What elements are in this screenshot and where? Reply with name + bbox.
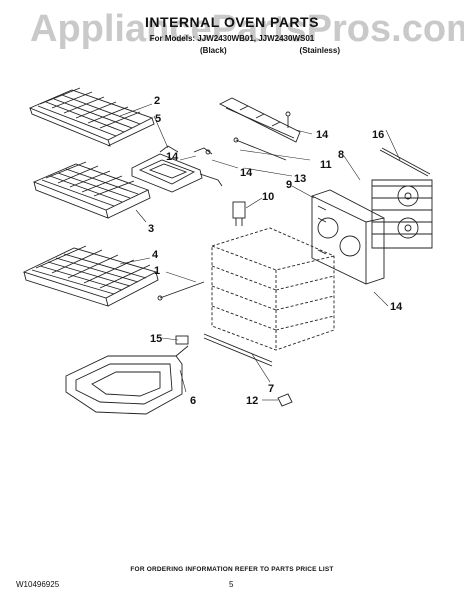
callout-14-upper-left: 14 bbox=[166, 151, 179, 163]
broil-element[interactable] bbox=[131, 145, 223, 193]
page-number: 5 bbox=[229, 580, 234, 589]
callout-10: 10 bbox=[262, 191, 274, 203]
variant-stainless-label: (Stainless) bbox=[299, 46, 340, 55]
convection-element-rod[interactable] bbox=[379, 147, 431, 177]
oven-rack-top[interactable] bbox=[28, 87, 155, 147]
oven-cavity bbox=[211, 227, 335, 351]
callout-2: 2 bbox=[154, 95, 160, 107]
variant-black-label: (Black) bbox=[200, 46, 227, 55]
thermal-switch[interactable] bbox=[232, 201, 246, 226]
vent-duct[interactable] bbox=[218, 97, 301, 143]
oven-rack-bottom[interactable] bbox=[22, 245, 159, 307]
document-number: W10496925 bbox=[16, 580, 60, 589]
callout-12: 12 bbox=[246, 395, 258, 407]
callout-5: 5 bbox=[155, 113, 161, 125]
bake-element[interactable] bbox=[65, 345, 189, 415]
callout-16: 16 bbox=[372, 129, 384, 141]
callout-14-right: 14 bbox=[390, 301, 403, 313]
callout-4: 4 bbox=[152, 249, 159, 261]
callout-3: 3 bbox=[148, 223, 154, 235]
rear-cover-panel[interactable] bbox=[311, 189, 385, 285]
callout-1: 1 bbox=[154, 265, 160, 277]
ordering-note: FOR ORDERING INFORMATION REFER TO PARTS … bbox=[130, 566, 334, 573]
screw-top[interactable] bbox=[285, 111, 291, 128]
callout-7: 7 bbox=[268, 383, 274, 395]
convection-fan-assembly[interactable] bbox=[371, 179, 433, 249]
callout-11: 11 bbox=[320, 159, 332, 171]
callout-13: 13 bbox=[294, 173, 306, 185]
callout-8: 8 bbox=[338, 149, 344, 161]
oven-sensor[interactable] bbox=[233, 137, 287, 161]
callout-14-upper-right: 14 bbox=[316, 129, 329, 141]
oven-temperature-sensor[interactable] bbox=[157, 281, 205, 301]
callout-15: 15 bbox=[150, 333, 162, 345]
leader-lines bbox=[119, 103, 401, 401]
model-variants: (Black) (Stainless) bbox=[200, 46, 340, 55]
callout-6: 6 bbox=[190, 395, 196, 407]
model-numbers: For Models: JJW2430WB01, JJW2430WS01 bbox=[149, 34, 315, 43]
callout-14-middle: 14 bbox=[240, 167, 253, 179]
clip[interactable] bbox=[277, 393, 293, 407]
oven-rack-middle[interactable] bbox=[32, 161, 151, 219]
bottom-trim[interactable] bbox=[203, 333, 273, 367]
callout-9: 9 bbox=[286, 179, 292, 191]
probe-bracket[interactable] bbox=[193, 147, 213, 155]
watermark: AppliancePartsPros.com bbox=[30, 8, 464, 50]
page-title: INTERNAL OVEN PARTS bbox=[145, 14, 319, 30]
